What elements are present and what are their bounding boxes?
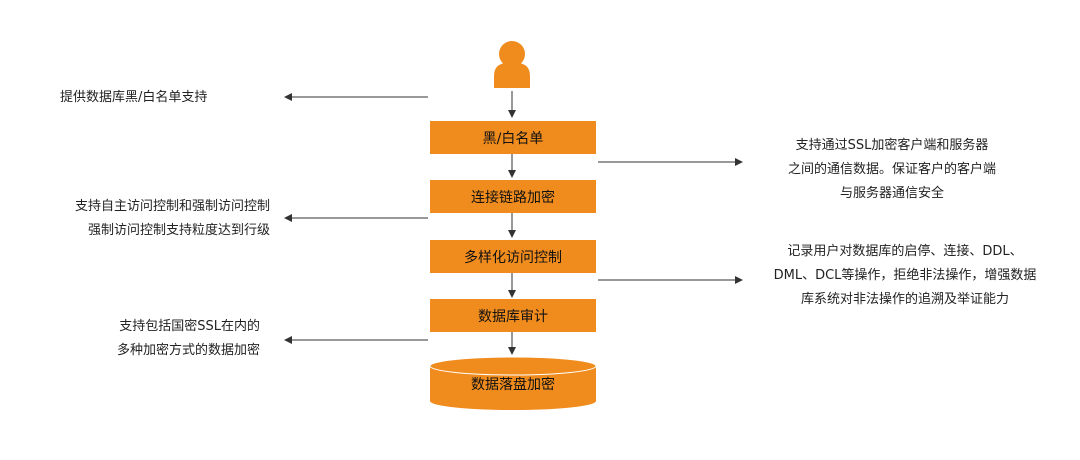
note-audit-line: 库系统对非法操作的追溯及举证能力 xyxy=(800,292,1009,307)
note-audit-line: DML、DCL等操作，拒绝非法操作，增强数据 xyxy=(773,268,1037,283)
note-access-line: 强制访问控制支持粒度达到行级 xyxy=(87,223,270,238)
note-audit: 记录用户对数据库的启停、连接、DDL、 DML、DCL等操作，拒绝非法操作，增强… xyxy=(745,240,1065,312)
note-ssl: 支持通过SSL加密客户端和服务器 之间的通信数据。保证客户的客户端 与服务器通信… xyxy=(757,134,1027,206)
note-encryption: 支持包括国密SSL在内的 多种加密方式的数据加密 xyxy=(55,315,260,363)
note-whitelist-line: 提供数据库黑/白名单支持 xyxy=(60,90,208,105)
step-db-audit: 数据库审计 xyxy=(430,299,596,332)
disk-cylinder xyxy=(430,357,596,410)
step-access-control: 多样化访问控制 xyxy=(430,240,596,273)
step-disk-encryption: 数据落盘加密 xyxy=(471,377,555,393)
note-encryption-line: 多种加密方式的数据加密 xyxy=(116,343,260,358)
note-encryption-line: 支持包括国密SSL在内的 xyxy=(119,319,260,334)
note-access: 支持自主访问控制和强制访问控制 强制访问控制支持粒度达到行级 xyxy=(30,195,270,243)
user-icon xyxy=(494,41,530,88)
note-whitelist: 提供数据库黑/白名单支持 xyxy=(60,86,207,110)
note-ssl-line: 之间的通信数据。保证客户的客户端 xyxy=(787,162,996,177)
note-access-line: 支持自主访问控制和强制访问控制 xyxy=(74,199,270,214)
note-ssl-line: 与服务器通信安全 xyxy=(839,186,944,201)
note-ssl-line: 支持通过SSL加密客户端和服务器 xyxy=(795,138,989,153)
note-audit-line: 记录用户对数据库的启停、连接、DDL、 xyxy=(787,244,1023,259)
step-link-encryption: 连接链路加密 xyxy=(430,180,596,213)
step-whitelist: 黑/白名单 xyxy=(430,121,596,154)
